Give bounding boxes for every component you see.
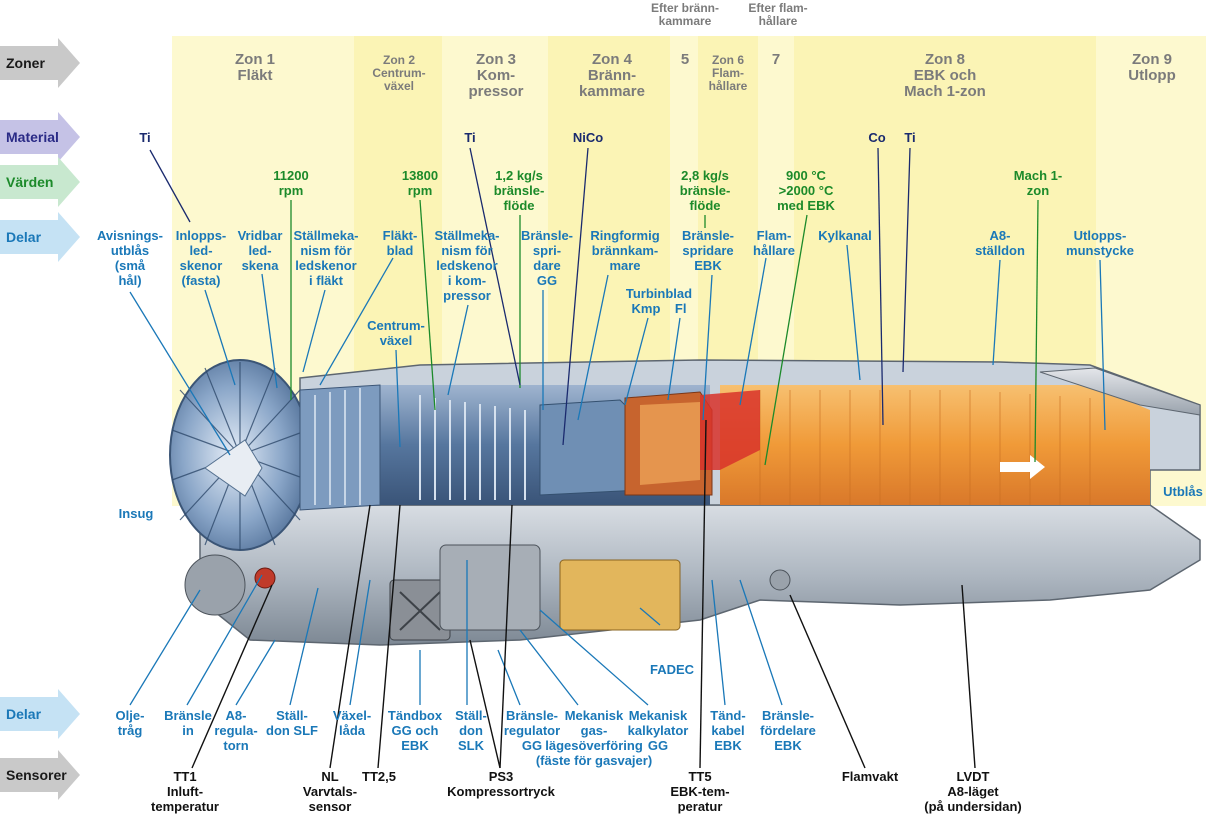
part-vridbar-ledskena: Vridbar led- skena — [237, 228, 283, 273]
sensor-tt1: TT1 Inluft- temperatur — [151, 769, 219, 814]
part-bransle-spridare-gg: Bränsle- spri- dare GG — [520, 228, 574, 288]
part-turbinblad: Turbinblad Kmp Fl — [625, 286, 693, 316]
efter-flamhallare-label: Efter flam- hållare — [748, 1, 808, 28]
part-tandbox: Tändbox GG och EBK — [387, 708, 443, 753]
part-stallmekanism-flakt: Ställmeka- nism för ledskenor i fläkt — [293, 228, 359, 288]
row-label-sensorer: Sensorer — [0, 750, 80, 800]
part-bransle-in: Bränsle in — [164, 708, 212, 738]
zone-2-label: Zon 2 Centrum- växel — [372, 53, 426, 93]
row-label-material: Material — [0, 112, 80, 162]
row-label-zoner: Zoner — [0, 38, 80, 88]
part-kylkanal: Kylkanal — [818, 228, 872, 243]
sensor-lvdt: LVDT A8-läget (på undersidan) — [924, 769, 1022, 814]
value-fuel-ebk: 2,8 kg/s bränsle- flöde — [679, 168, 731, 213]
part-utloppsmunstycke: Utlopps- munstycke — [1066, 228, 1134, 258]
part-branslefordelare-ebk: Bränsle- fördelare EBK — [760, 708, 816, 753]
part-bransle-spridare-ebk: Bränsle- spridare EBK — [681, 228, 735, 273]
part-mekanisk-kalkylator: Mekanisk kalkylator GG — [627, 708, 689, 753]
zone-7-label: 7 — [771, 51, 781, 68]
part-oljetrag: Olje- tråg — [115, 708, 145, 738]
value-mach-zone: Mach 1- zon — [1013, 168, 1063, 198]
value-temperature: 900 °C >2000 °C med EBK — [777, 168, 835, 213]
part-tandkabel-ebk: Tänd- kabel EBK — [710, 708, 746, 753]
value-rpm-fan: 11200 rpm — [273, 168, 309, 198]
material-ti-nozzle: Ti — [904, 130, 916, 145]
part-ringformig-brannkammare: Ringformig brännkam- mare — [590, 228, 660, 273]
part-fadec: FADEC — [649, 662, 695, 677]
part-flamhallare: Flam- hållare — [753, 228, 795, 258]
part-bransleregulator-gg: Bränsle- regulator GG — [503, 708, 561, 753]
zone-5-label: 5 — [680, 51, 690, 68]
sensor-flamvakt: Flamvakt — [841, 769, 899, 784]
row-label-delar-top: Delar — [0, 212, 80, 262]
row-label-delar-bottom: Delar — [0, 689, 80, 739]
part-a8-regulatorn: A8- regula- torn — [214, 708, 258, 753]
part-stalldon-slf: Ställ- don SLF — [266, 708, 318, 738]
material-ti-compressor: Ti — [464, 130, 476, 145]
material-co: Co — [868, 130, 886, 145]
value-rpm-core: 13800 rpm — [401, 168, 439, 198]
zone-4-label: Zon 4 Bränn- kammare — [579, 51, 645, 100]
sensor-tt25: TT2,5 — [362, 769, 396, 784]
sensor-tt5: TT5 EBK-tem- peratur — [670, 769, 730, 814]
part-inloppsledskenor: Inlopps- led- skenor (fasta) — [175, 228, 227, 288]
efter-brannkammare-label: Efter bränn- kammare — [650, 1, 719, 28]
zone-1-label: Zon 1 Fläkt — [235, 51, 275, 84]
zone-3-label: Zon 3 Kom- pressor — [468, 51, 524, 100]
material-nico: NiCo — [572, 130, 604, 145]
zone-9-label: Zon 9 Utlopp — [1128, 51, 1176, 84]
part-avisningsutblas: Avisnings- utblås (små hål) — [97, 228, 163, 288]
part-mekanisk-gaslagesoverforing: Mekanisk gas- lägesöverföring (fäste för… — [535, 708, 653, 768]
part-flaktblad: Fläkt- blad — [382, 228, 418, 258]
part-vaxellada: Växel- låda — [332, 708, 372, 738]
value-fuel-gg: 1,2 kg/s bränsle- flöde — [493, 168, 545, 213]
part-stalldon-slk: Ställ- don SLK — [455, 708, 487, 753]
part-stallmekanism-kompressor: Ställmeka- nism för ledskenor i kom- pre… — [434, 228, 500, 303]
part-utblas: Utblås — [1163, 484, 1203, 499]
row-label-varden: Värden — [0, 157, 80, 207]
sensor-ps3: PS3 Kompressortryck — [447, 769, 555, 799]
sensor-nl: NL Varvtals- sensor — [302, 769, 358, 814]
part-centrumvaxel: Centrum- växel — [367, 318, 425, 348]
material-ti-fan: Ti — [139, 130, 151, 145]
zone-6-label: Zon 6 Flam- hållare — [708, 53, 748, 93]
part-insug: Insug — [118, 506, 154, 521]
zone-8-label: Zon 8 EBK och Mach 1-zon — [904, 51, 986, 100]
part-a8-stalldon: A8- ställdon — [975, 228, 1025, 258]
